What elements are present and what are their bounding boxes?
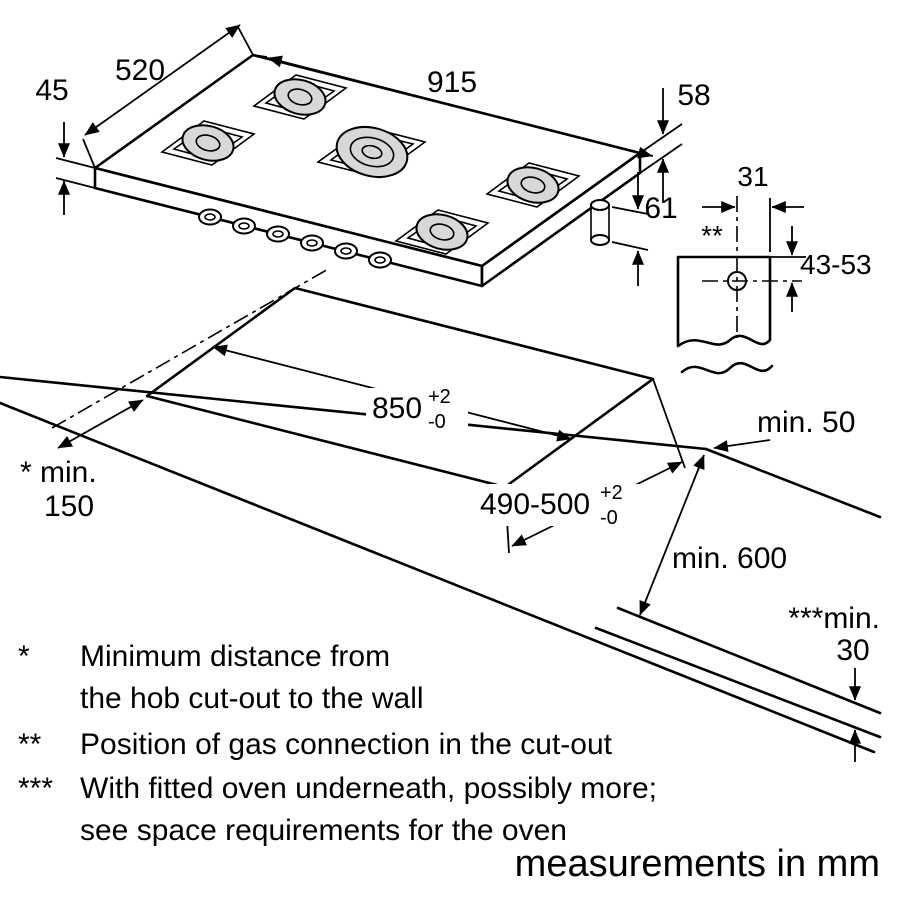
footnote-1-line2: the hob cut-out to the wall (80, 682, 424, 715)
footnote-2-marker: ** (18, 728, 42, 761)
dim-thickness-label-line2: 30 (836, 634, 869, 667)
section-break-line (680, 361, 774, 375)
dim-hob-width-label: 915 (427, 66, 477, 99)
dim-cutout-depth-label: 490-500 (480, 488, 590, 521)
burner-back-right (485, 162, 581, 208)
footnotes: * Minimum distance from the hob cut-out … (18, 640, 657, 847)
dim-hob-height-label: 45 (35, 74, 68, 107)
cutout-outline (145, 286, 655, 489)
footnote-2-line1: Position of gas connection in the cut-ou… (80, 728, 613, 761)
dim-cutout-width-tol-plus: +2 (428, 386, 451, 408)
dim-rear-clearance-label: min. 50 (757, 406, 855, 439)
dim-cutout-width-tol-minus: -0 (428, 411, 446, 433)
footnote-3-marker: *** (18, 772, 53, 805)
dim-hob-edge-height-label: 58 (677, 79, 710, 112)
oven-line-upper (616, 606, 882, 715)
control-knobs (198, 208, 392, 269)
knob (334, 242, 358, 260)
dim-cutout-width-label: 850 (372, 392, 422, 425)
hob-drawing (93, 53, 642, 288)
oven-line-lower (594, 626, 882, 739)
knob (266, 225, 290, 243)
worktop-front-edge (0, 401, 876, 754)
dim-thickness-label-line1: ***min. (788, 602, 880, 635)
footnote-3-line1: With fitted oven underneath, possibly mo… (80, 772, 657, 805)
dim-detail-offset-label: 31 (737, 161, 768, 192)
dim-side-clearance-label-line2: 150 (44, 490, 94, 523)
gas-connection-pipe (590, 199, 610, 246)
cutout-dimensions: 850 +2 -0 490-500 +2 -0 min. 50 * min. 1… (20, 344, 880, 762)
dim-side-clearance-label-line1: * min. (20, 456, 97, 489)
worktop-right-edge (704, 447, 882, 519)
worktop-rear-edge (0, 375, 708, 451)
dim-cutout-depth-tol-plus: +2 (600, 482, 623, 504)
worktop-drawing (0, 267, 882, 754)
hob-dimensions: 45 520 915 58 61 (35, 24, 711, 286)
dim-gas-pipe-label: 61 (644, 192, 677, 225)
footnote-3-line2: see space requirements for the oven (80, 814, 567, 847)
burner-front-right (394, 209, 490, 255)
hob-section-profile (676, 255, 772, 348)
dim-cutout-depth-tol-minus: -0 (600, 507, 618, 529)
gas-connection-detail-view: 31 ** 43-53 (676, 161, 872, 375)
dim-front-depth-label: min. 600 (672, 542, 787, 575)
detail-gas-marker: ** (701, 220, 723, 251)
dim-detail-range-label: 43-53 (800, 249, 872, 280)
knob (198, 208, 222, 226)
knob (368, 251, 392, 269)
knob (232, 217, 256, 235)
knob (300, 234, 324, 252)
footnote-1-line1: Minimum distance from (80, 640, 390, 673)
footnote-1-marker: * (18, 640, 30, 673)
dim-hob-depth-label: 520 (115, 54, 165, 87)
units-caption: measurements in mm (515, 843, 880, 885)
